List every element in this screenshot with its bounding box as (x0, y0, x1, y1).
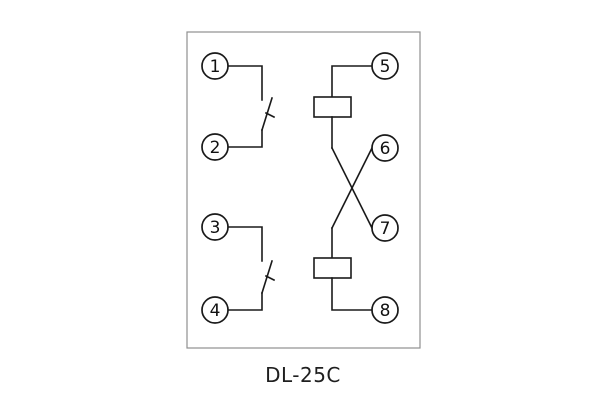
coil-branch-lower (313, 227, 373, 311)
terminal-7-label: 7 (380, 219, 391, 239)
terminal-8: 8 (371, 296, 399, 324)
wire (227, 292, 263, 311)
contact-switch-lower (227, 226, 276, 311)
diagram-title: DL-25C (265, 363, 341, 387)
terminal-3-label: 3 (210, 218, 221, 238)
terminal-circle (201, 213, 229, 241)
terminal-8-label: 8 (380, 301, 391, 321)
coil-lower (313, 257, 352, 279)
terminal-6: 6 (371, 134, 399, 162)
wire (331, 277, 373, 311)
terminal-2-label: 2 (210, 138, 221, 158)
terminal-6-label: 6 (380, 139, 391, 159)
terminal-3: 3 (201, 213, 229, 241)
diagram-border (186, 31, 421, 349)
wire (331, 65, 373, 98)
terminal-circle (201, 133, 229, 161)
wire (227, 226, 263, 262)
wire (227, 129, 263, 148)
terminal-5-label: 5 (380, 57, 391, 77)
contact-tick (264, 274, 276, 282)
terminal-4: 4 (201, 296, 229, 324)
contact-switch-upper (227, 65, 276, 148)
coil-upper (313, 96, 352, 118)
terminal-circle (371, 134, 399, 162)
terminal-1: 1 (201, 52, 229, 80)
terminal-circle (371, 296, 399, 324)
terminal-circle (201, 52, 229, 80)
terminal-7: 7 (371, 214, 399, 242)
terminal-circle (201, 296, 229, 324)
terminal-5: 5 (371, 52, 399, 80)
terminal-2: 2 (201, 133, 229, 161)
wire-crossover (330, 146, 374, 230)
terminal-1-label: 1 (210, 57, 221, 77)
coil-branch-upper (313, 65, 373, 149)
wire (227, 65, 263, 101)
crossover-wire (330, 146, 374, 230)
terminal-4-label: 4 (210, 301, 221, 321)
terminal-circle (371, 214, 399, 242)
terminal-circle (371, 52, 399, 80)
contact-tick (264, 111, 276, 119)
